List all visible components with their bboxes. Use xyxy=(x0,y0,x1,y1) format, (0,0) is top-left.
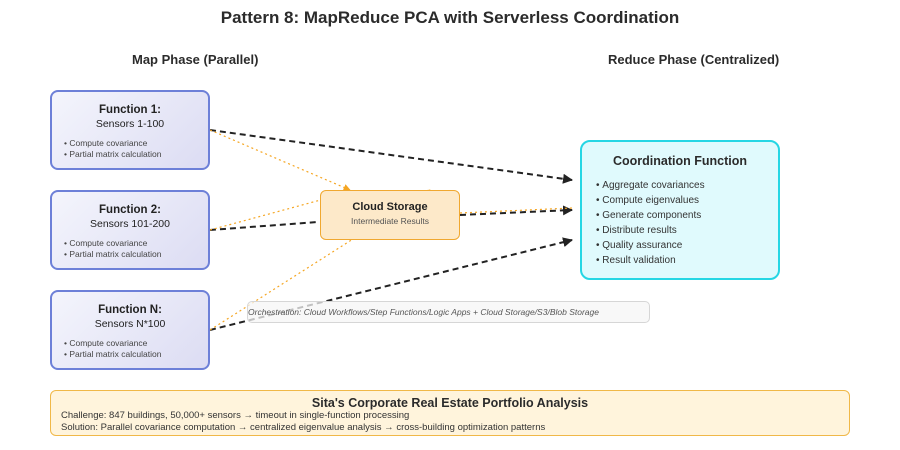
flow-storage-to-coordination-orange xyxy=(459,207,573,214)
function-n-box: Function N: Sensors N*100 Compute covari… xyxy=(50,290,210,370)
case-study-box: Sita's Corporate Real Estate Portfolio A… xyxy=(50,390,850,436)
coordination-task-list: Aggregate covariances Compute eigenvalue… xyxy=(582,178,778,268)
function-sensors: Sensors 101-200 xyxy=(90,218,170,230)
list-item: Distribute results xyxy=(596,223,778,238)
list-item: Compute eigenvalues xyxy=(596,193,778,208)
flow-func2-to-storage xyxy=(209,221,319,231)
list-item: Partial matrix calculation xyxy=(64,249,208,260)
flow-funcn-to-storage xyxy=(209,189,431,331)
flow-storage-to-coordination xyxy=(459,205,573,216)
case-study-title: Sita's Corporate Real Estate Portfolio A… xyxy=(311,396,589,410)
function-sensors: Sensors N*100 xyxy=(94,318,166,330)
function-task-list: Compute covariance Partial matrix calcul… xyxy=(52,138,208,160)
list-item: Quality assurance xyxy=(596,238,778,253)
function-sensors: Sensors 1-100 xyxy=(95,118,165,130)
function-name: Function 2: xyxy=(99,204,161,216)
function-name: Function N: xyxy=(98,304,162,316)
function-task-list: Compute covariance Partial matrix calcul… xyxy=(52,238,208,260)
map-phase-label: Map Phase (Parallel) xyxy=(132,52,259,67)
cloud-storage-box: Cloud Storage Intermediate Results xyxy=(320,190,460,240)
list-item: Partial matrix calculation xyxy=(64,349,208,360)
list-item: Partial matrix calculation xyxy=(64,149,208,160)
diagram-title: Pattern 8: MapReduce PCA with Serverless… xyxy=(220,8,680,27)
case-study-solution: Solution: Parallel covariance computatio… xyxy=(61,422,546,433)
list-item: Compute covariance xyxy=(64,338,208,349)
list-item: Compute covariance xyxy=(64,138,208,149)
reduce-phase-label: Reduce Phase (Centralized) xyxy=(608,52,780,67)
storage-subtitle: Intermediate Results xyxy=(351,216,429,226)
list-item: Generate components xyxy=(596,208,778,223)
coordination-name: Coordination Function xyxy=(612,154,747,168)
case-study-challenge: Challenge: 847 buildings, 50,000+ sensor… xyxy=(61,410,410,421)
function-name: Function 1: xyxy=(99,104,161,116)
flow-func1-to-coordination xyxy=(209,129,573,184)
list-item: Aggregate covariances xyxy=(596,178,778,193)
orchestration-note: Orchestration: Cloud Workflows/Step Func… xyxy=(247,301,650,323)
storage-name: Cloud Storage xyxy=(352,201,428,213)
function-2-box: Function 2: Sensors 101-200 Compute cova… xyxy=(50,190,210,270)
list-item: Compute covariance xyxy=(64,238,208,249)
function-task-list: Compute covariance Partial matrix calcul… xyxy=(52,338,208,360)
coordination-function-box: Coordination Function Aggregate covarian… xyxy=(580,140,780,280)
function-1-box: Function 1: Sensors 1-100 Compute covari… xyxy=(50,90,210,170)
flow-func1-to-storage xyxy=(209,129,351,191)
list-item: Result validation xyxy=(596,253,778,268)
